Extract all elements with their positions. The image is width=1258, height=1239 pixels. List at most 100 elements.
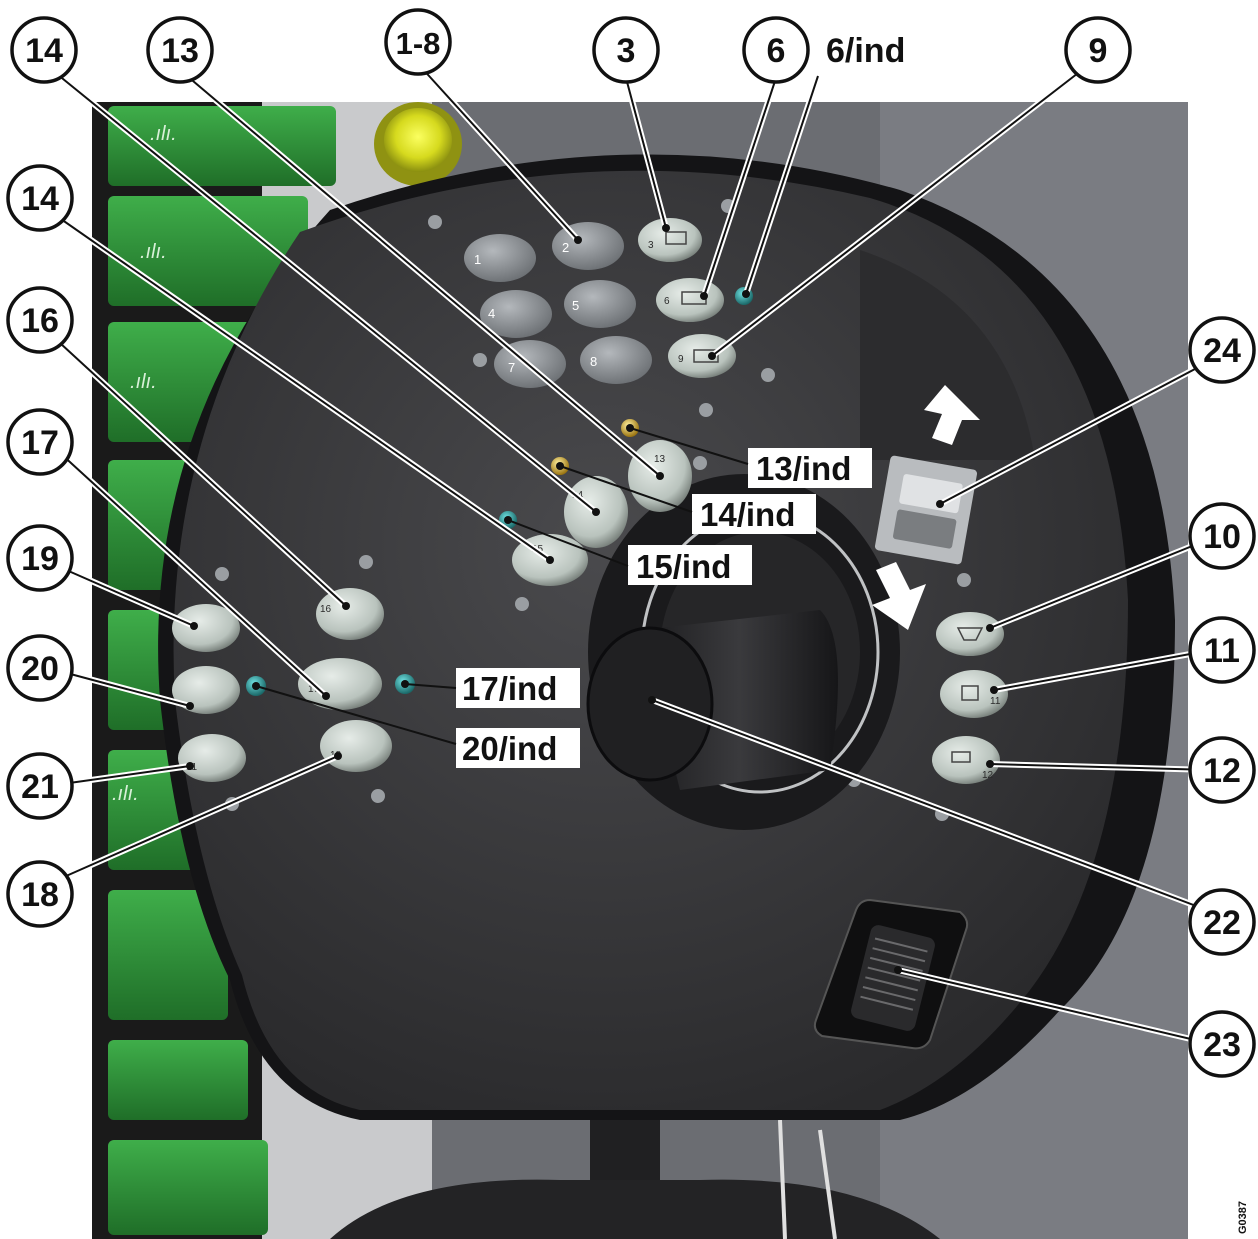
green-key xyxy=(108,890,228,1020)
button-5[interactable]: 5 xyxy=(564,280,636,328)
callout-21: 21 xyxy=(6,752,74,820)
leader-dot xyxy=(186,702,194,710)
indicator-20-label: 20/ind xyxy=(462,730,557,767)
button-17-label: 17 xyxy=(308,684,320,695)
leader-dot xyxy=(556,462,564,470)
screw xyxy=(761,368,775,382)
button-10[interactable] xyxy=(936,612,1004,656)
leader-dot xyxy=(574,236,582,244)
leader-dot xyxy=(342,602,350,610)
callouts: 14 13 1-8 3 6 6/ind 9 14 16 24 17 10 19 … xyxy=(6,8,1256,1078)
button-20[interactable] xyxy=(172,666,240,714)
callout-6-ind-label: 6/ind xyxy=(826,32,905,70)
callout-24-label: 24 xyxy=(1203,332,1241,370)
callout-18-label: 18 xyxy=(21,876,59,914)
button-3[interactable]: 3 xyxy=(638,218,702,262)
leader-dot xyxy=(656,472,664,480)
button-4-label: 4 xyxy=(488,306,495,321)
leader-dot xyxy=(334,752,342,760)
button-3-label: 3 xyxy=(648,240,654,251)
cable xyxy=(778,1119,787,1239)
callout-17-label: 17 xyxy=(21,424,59,462)
button-13-label: 13 xyxy=(654,454,666,465)
green-keys-column: .ılı. .ılı. .ılı. .ılı. xyxy=(92,102,336,1239)
callout-16: 16 xyxy=(6,286,74,354)
callout-14-side-label: 14 xyxy=(21,180,59,218)
screw xyxy=(693,456,707,470)
leader-dot xyxy=(252,682,260,690)
indicator-13-label: 13/ind xyxy=(756,450,851,487)
yellow-knob-cap xyxy=(384,108,452,172)
button-1-label: 1 xyxy=(474,252,481,267)
image-code: G0387 xyxy=(1237,1201,1249,1234)
leader-dot xyxy=(662,224,670,232)
button-18[interactable]: 18 xyxy=(320,720,392,772)
joystick-knob[interactable] xyxy=(586,626,714,782)
thumbwheel-23[interactable] xyxy=(813,898,969,1050)
callout-22-label: 22 xyxy=(1203,904,1241,942)
leader-dot xyxy=(546,556,554,564)
screw xyxy=(957,573,971,587)
green-key xyxy=(108,1040,248,1120)
arrow-down-icon xyxy=(872,562,926,630)
button-2[interactable]: 2 xyxy=(552,222,624,270)
button-21[interactable]: 21 xyxy=(178,734,246,782)
button-11[interactable]: 11 xyxy=(940,670,1008,718)
button-1[interactable]: 1 xyxy=(464,234,536,282)
button-4[interactable]: 4 xyxy=(480,290,552,338)
leader-dots xyxy=(186,224,998,974)
callout-23-label: 23 xyxy=(1203,1026,1241,1064)
callout-21-label: 21 xyxy=(21,768,59,806)
arrow-up-icon xyxy=(924,385,980,445)
button-17[interactable]: 17 xyxy=(298,658,382,710)
callout-10: 10 xyxy=(1188,502,1256,570)
green-key xyxy=(108,106,336,186)
callout-11-label: 11 xyxy=(1204,632,1240,670)
button-2-label: 2 xyxy=(562,240,569,255)
grid-icon xyxy=(951,751,971,763)
button-19[interactable] xyxy=(172,604,240,652)
leader-dot xyxy=(700,292,708,300)
callout-9-label: 9 xyxy=(1089,32,1108,70)
button-8-label: 8 xyxy=(590,354,597,369)
callout-14-side: 14 xyxy=(6,164,74,232)
button-12-label: 12 xyxy=(982,770,994,781)
button-16[interactable]: 16 xyxy=(316,588,384,640)
leader-dot xyxy=(742,290,750,298)
leader-dot xyxy=(990,686,998,694)
callout-9: 9 xyxy=(1064,16,1132,84)
indicator-17-label: 17/ind xyxy=(462,670,557,707)
button-16-label: 16 xyxy=(320,604,332,615)
callout-6-label: 6 xyxy=(767,32,786,70)
fence-icon xyxy=(693,349,719,363)
button-7-label: 7 xyxy=(508,360,515,375)
button-8[interactable]: 8 xyxy=(580,336,652,384)
button-12[interactable]: 12 xyxy=(932,736,1000,784)
callout-14-top-label: 14 xyxy=(25,32,63,70)
screw xyxy=(371,789,385,803)
callout-18: 18 xyxy=(6,860,74,928)
callout-12-label: 12 xyxy=(1203,752,1241,790)
callout-12: 12 xyxy=(1188,736,1256,804)
button-9-label: 9 xyxy=(678,354,684,365)
indicator-label-boxes xyxy=(456,448,872,768)
callout-20: 20 xyxy=(6,634,74,702)
callout-22: 22 xyxy=(1188,888,1256,956)
indicator-labels: 13/ind 14/ind 15/ind 17/ind 20/ind xyxy=(462,450,851,767)
callout-24: 24 xyxy=(1188,316,1256,384)
fence-icon xyxy=(665,231,687,245)
green-key-logo: .ılı. xyxy=(140,241,167,263)
callout-19: 19 xyxy=(6,524,74,592)
rocker-switch-24[interactable] xyxy=(874,455,978,565)
callout-6: 6 xyxy=(742,16,810,84)
screw xyxy=(699,403,713,417)
leader-dot xyxy=(648,696,656,704)
leader-dot xyxy=(936,500,944,508)
button-6[interactable]: 6 xyxy=(656,278,724,322)
numbered-buttons: 1 2 4 5 7 8 xyxy=(464,222,652,388)
button-9[interactable]: 9 xyxy=(668,334,736,378)
leader-dot xyxy=(190,622,198,630)
green-key-logo: .ılı. xyxy=(150,123,177,145)
callout-20-label: 20 xyxy=(21,650,59,688)
